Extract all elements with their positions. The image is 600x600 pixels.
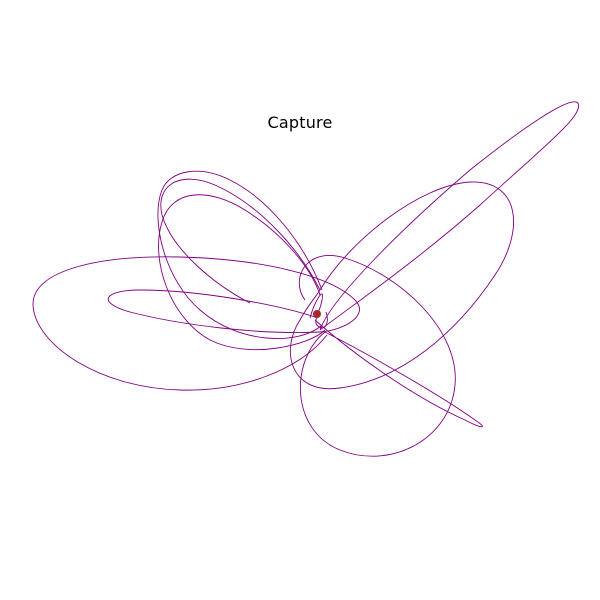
- orbit-lobe-upper-right: [319, 101, 580, 331]
- orbit-loop-upper-left-2: [157, 170, 323, 339]
- orbit-loop-left-inner: [107, 289, 321, 333]
- figure-title: Capture: [267, 113, 333, 132]
- orbit-loop-right: [289, 181, 514, 390]
- orbit-lobe-lower-right: [314, 319, 483, 428]
- orbit-loop-upper-left-3: [160, 178, 321, 304]
- central-body-marker: [313, 310, 321, 318]
- orbit-loop-left-outer: [32, 256, 360, 391]
- orbit-loop-upper-left-1: [158, 194, 326, 351]
- orbit-trajectory: [32, 101, 580, 457]
- orbit-loop-lower: [298, 255, 456, 457]
